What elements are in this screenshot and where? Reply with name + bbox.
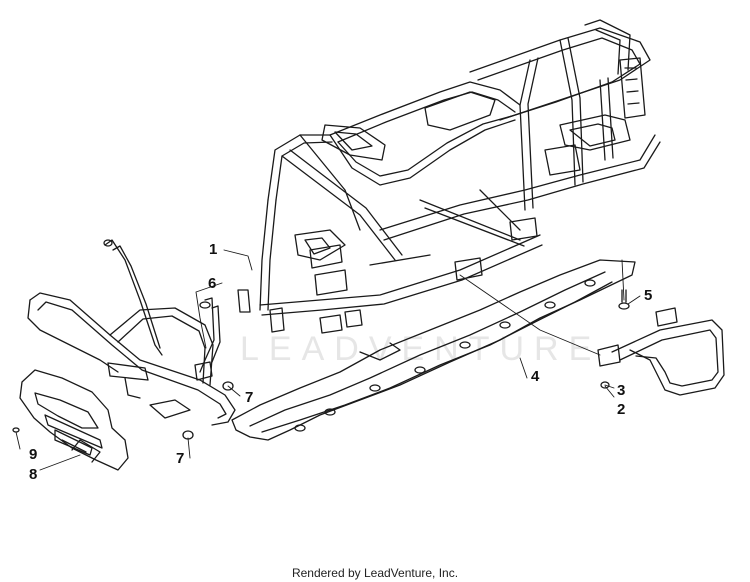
rear-step-bar xyxy=(597,307,725,396)
hardware-parts xyxy=(12,289,630,440)
callout-1: 1 xyxy=(209,241,218,258)
skid-plate xyxy=(231,259,636,441)
credit-line: Rendered by LeadVenture, Inc. xyxy=(291,566,459,580)
callout-7-upper: 7 xyxy=(245,389,254,406)
callout-2: 2 xyxy=(617,401,626,418)
main-frame xyxy=(237,19,661,334)
callout-3: 3 xyxy=(617,382,626,399)
callout-7-lower: 7 xyxy=(176,450,185,467)
callout-4: 4 xyxy=(531,368,540,385)
leader-lines xyxy=(15,249,641,471)
callout-8: 8 xyxy=(29,466,38,483)
callout-5: 5 xyxy=(644,287,653,304)
callout-9: 9 xyxy=(29,446,38,463)
front-bumper xyxy=(27,239,236,426)
callout-6: 6 xyxy=(208,275,217,292)
bumper-guard xyxy=(19,369,129,471)
